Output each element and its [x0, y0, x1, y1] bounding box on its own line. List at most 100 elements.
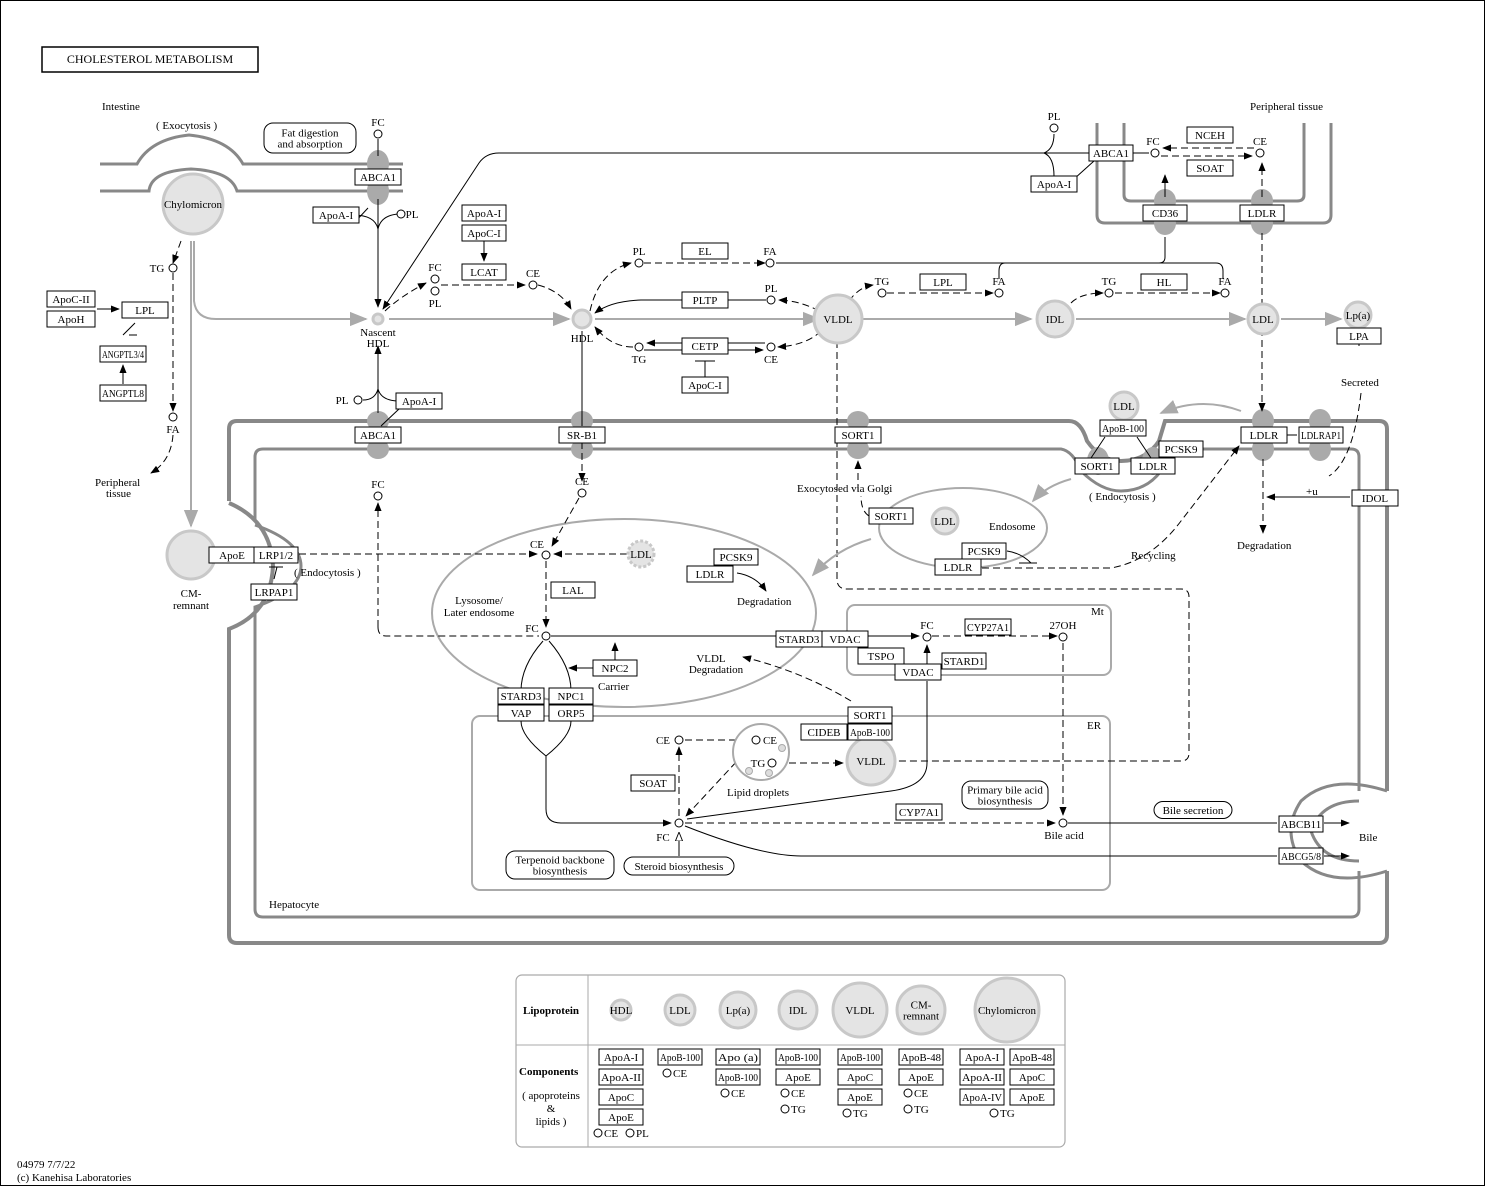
gene-stard3[interactable]: STARD3: [775, 630, 823, 648]
compound-tg[interactable]: TG: [632, 342, 647, 366]
gene-apoc2[interactable]: ApoC-II: [46, 290, 96, 308]
legend-gene[interactable]: ApoA-IV: [959, 1088, 1005, 1106]
compound-fc[interactable]: FC: [1146, 136, 1160, 158]
gene-stard1[interactable]: STARD1: [941, 652, 987, 670]
gene-abcb11[interactable]: ABCB11: [1278, 815, 1324, 833]
compound-fc[interactable]: FC: [920, 620, 934, 642]
compound-ce[interactable]: CE: [526, 268, 540, 290]
lipoprotein-cm-remnant[interactable]: CM- remnant: [165, 529, 217, 612]
gene-ldlr[interactable]: LDLR: [934, 558, 982, 576]
gene-abcg58[interactable]: ABCG5/8: [1278, 847, 1324, 865]
gene-cd36[interactable]: CD36: [1142, 204, 1188, 222]
gene-sort1[interactable]: SORT1: [1074, 457, 1120, 475]
gene-vap[interactable]: VAP: [497, 704, 545, 722]
gene-lpa[interactable]: LPA: [1336, 327, 1382, 345]
gene-npc1[interactable]: NPC1: [548, 687, 594, 705]
gene-nceh[interactable]: NCEH: [1186, 126, 1234, 144]
compound-pl[interactable]: PL: [1048, 111, 1061, 133]
gene-cideb[interactable]: CIDEB: [800, 723, 848, 741]
map-link-bile-secretion[interactable]: Bile secretion: [1153, 801, 1233, 819]
legend-gene[interactable]: ApoB-48: [898, 1048, 944, 1066]
gene-apoe[interactable]: ApoE: [208, 546, 256, 564]
compound-pl[interactable]: PL: [336, 395, 363, 407]
gene-idol[interactable]: IDOL: [1351, 489, 1399, 507]
legend-gene[interactable]: ApoB-100: [715, 1068, 761, 1086]
gene-vdac[interactable]: VDAC: [894, 663, 942, 681]
gene-cyp27a1[interactable]: CYP27A1: [964, 618, 1012, 636]
compound-fc[interactable]: FC: [656, 818, 684, 844]
legend-gene[interactable]: ApoA-I: [598, 1048, 644, 1066]
legend-gene[interactable]: ApoE: [837, 1088, 883, 1106]
compound-fa[interactable]: FA: [763, 246, 777, 268]
legend-gene[interactable]: ApoB-48: [1009, 1048, 1055, 1066]
gene-angptl8[interactable]: ANGPTL8: [99, 384, 147, 402]
lipoprotein-ldl[interactable]: LDL: [1246, 302, 1280, 336]
lipoprotein-nascent-hdl[interactable]: Nascent HDL: [360, 312, 396, 350]
gene-angptl34[interactable]: ANGPTL3/4: [99, 345, 147, 363]
compound-fa[interactable]: FA: [1218, 276, 1232, 298]
compound-pl[interactable]: PL: [633, 246, 646, 268]
compound-ce[interactable]: CE: [530, 539, 551, 560]
gene-abca1[interactable]: ABCA1: [354, 168, 402, 186]
map-link-steroid[interactable]: Steroid biosynthesis: [623, 856, 735, 876]
legend-gene[interactable]: ApoB-100: [657, 1048, 703, 1066]
gene-apoh[interactable]: ApoH: [46, 310, 96, 328]
compound-tg[interactable]: TG: [751, 758, 777, 770]
legend-gene[interactable]: ApoE: [898, 1068, 944, 1086]
compound-tg[interactable]: TG: [875, 276, 890, 298]
lipoprotein-vldl-er[interactable]: VLDL: [845, 735, 897, 787]
gene-apoa1[interactable]: ApoA-I: [1030, 175, 1078, 193]
lipoprotein-idl[interactable]: IDL: [1035, 299, 1075, 339]
gene-apob100[interactable]: ApoB-100: [847, 723, 893, 741]
gene-hl[interactable]: HL: [1140, 273, 1188, 291]
legend-gene[interactable]: ApoC: [837, 1068, 883, 1086]
lipoprotein-hdl[interactable]: HDL: [571, 308, 594, 345]
legend-gene[interactable]: ApoA-II: [598, 1068, 644, 1086]
gene-pcsk9[interactable]: PCSK9: [961, 542, 1007, 560]
legend-gene[interactable]: Apo (a): [715, 1048, 761, 1066]
gene-apoa1[interactable]: ApoA-I: [461, 204, 507, 222]
legend-gene[interactable]: ApoE: [598, 1108, 644, 1126]
lipoprotein-ldl-endosome[interactable]: LDL: [930, 506, 960, 536]
gene-ldlr[interactable]: LDLR: [686, 565, 734, 583]
gene-stard3[interactable]: STARD3: [497, 687, 545, 705]
lipoprotein-chylomicron[interactable]: Chylomicron: [161, 172, 225, 236]
gene-ldlr[interactable]: LDLR: [1130, 457, 1176, 475]
compound-tg[interactable]: TG: [1102, 276, 1117, 298]
gene-lrpap1[interactable]: LRPAP1: [250, 583, 298, 601]
gene-cetp[interactable]: CETP: [681, 337, 729, 355]
gene-vdac[interactable]: VDAC: [821, 630, 869, 648]
compound-pl[interactable]: PL: [396, 209, 419, 221]
gene-apoa1[interactable]: ApoA-I: [312, 206, 360, 224]
gene-el[interactable]: EL: [681, 242, 729, 260]
gene-apoc1[interactable]: ApoC-I: [681, 376, 729, 394]
gene-sort1[interactable]: SORT1: [834, 426, 882, 444]
gene-lrp12[interactable]: LRP1/2: [253, 546, 299, 564]
gene-cyp7a1[interactable]: CYP7A1: [895, 803, 943, 821]
gene-lpl[interactable]: LPL: [121, 301, 169, 319]
compound-fc[interactable]: FC: [371, 117, 385, 139]
lipoprotein-lpa[interactable]: Lp(a): [1343, 300, 1373, 330]
legend-gene[interactable]: ApoB-100: [775, 1048, 821, 1066]
gene-lal[interactable]: LAL: [550, 581, 596, 599]
gene-abca1[interactable]: ABCA1: [1088, 144, 1134, 162]
lipoprotein-vldl[interactable]: VLDL: [812, 293, 864, 345]
gene-apoa1[interactable]: ApoA-I: [395, 392, 443, 410]
compound-fa[interactable]: FA: [992, 276, 1006, 298]
compound-pl[interactable]: PL: [429, 286, 442, 310]
gene-apob100[interactable]: ApoB-100: [1099, 419, 1147, 437]
gene-pcsk9[interactable]: PCSK9: [1158, 440, 1204, 458]
gene-sort1[interactable]: SORT1: [868, 507, 914, 525]
compound-fc[interactable]: FC: [428, 262, 442, 284]
compound-pl[interactable]: PL: [765, 283, 778, 305]
gene-lcat[interactable]: LCAT: [461, 263, 507, 281]
gene-sort1[interactable]: SORT1: [847, 706, 893, 724]
legend-gene[interactable]: ApoE: [1009, 1088, 1055, 1106]
gene-pcsk9[interactable]: PCSK9: [713, 548, 759, 566]
lipoprotein-ldl-endocytosis[interactable]: LDL: [1108, 390, 1140, 422]
legend-gene[interactable]: ApoA-I: [959, 1048, 1005, 1066]
gene-ldlrap1[interactable]: LDLRAP1: [1298, 426, 1344, 444]
gene-soat[interactable]: SOAT: [1186, 159, 1234, 177]
